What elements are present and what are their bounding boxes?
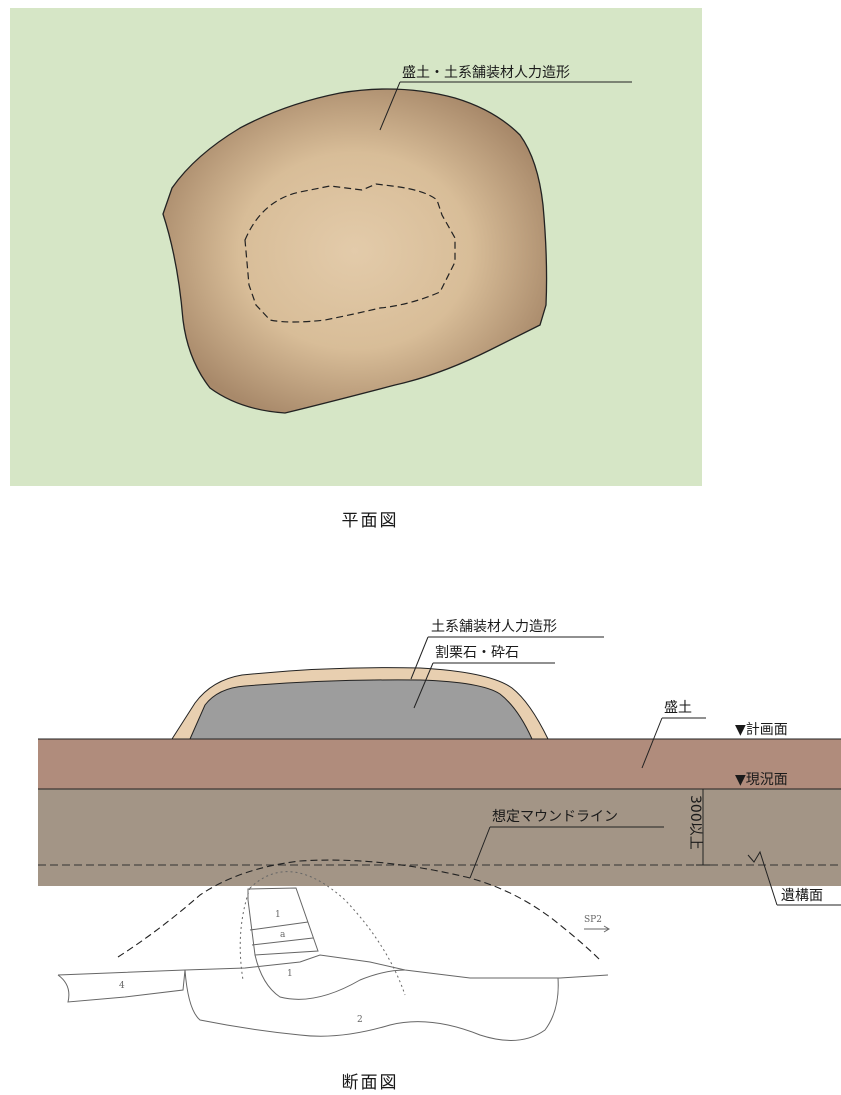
plan-view: 盛土・土系舗装材人力造形: [10, 8, 702, 486]
dimension-label: 300以上: [687, 795, 703, 850]
sketch-label-1-lower: 1: [287, 969, 293, 979]
core-leader-line: [413, 662, 434, 709]
label-core: 割栗石・砕石: [435, 644, 519, 661]
mound-line-leader: [469, 826, 491, 879]
label-surface: 土系舗装材人力造形: [431, 619, 557, 635]
section-caption: 断面図: [342, 1073, 399, 1093]
level-plan-label: ▼計画面: [735, 722, 788, 738]
plan-caption: 平面図: [342, 511, 399, 531]
plan-mound-inner-dashed: [244, 183, 456, 323]
remains-leader: [747, 850, 778, 906]
label-remains: 遺構面: [781, 888, 823, 904]
sketch-label-2: 2: [357, 1015, 363, 1025]
plan-leader-line: [379, 81, 401, 131]
label-fill: 盛土: [664, 700, 692, 716]
assumed-mound-line: [117, 859, 601, 961]
label-mound-line: 想定マウンドライン: [492, 809, 618, 825]
section-view: 土系舗装材人力造形 割栗石・砕石 盛土 ▼計画面 ▼現況面 想定マウンドライン …: [38, 619, 841, 961]
sketch-pit-2: [184, 969, 559, 1041]
sketch-pit-4: [57, 969, 186, 1003]
surface-leader-line: [410, 636, 429, 680]
sketch-pit-lower: [254, 954, 406, 1000]
section-existing-ground: [38, 789, 841, 886]
sketch-ground-line: [57, 954, 609, 979]
sketch-sp-arrow: [584, 925, 610, 933]
fill-leader-line: [641, 717, 663, 769]
sketch-dotted-outline: [249, 871, 406, 996]
sketch-label-4: 4: [119, 981, 125, 991]
plan-mound: [162, 88, 548, 414]
sketch-sp-label: SP2: [584, 915, 602, 925]
plan-label-mound: 盛土・土系舗装材人力造形: [402, 65, 570, 81]
section-gravel-core: [189, 679, 533, 740]
sketch-dotted-left: [239, 887, 251, 981]
sketch-label-a: a: [280, 930, 286, 940]
sketch-label-1-upper: 1: [275, 910, 281, 920]
section-fill-layer: [38, 739, 841, 789]
level-existing-label: ▼現況面: [735, 772, 788, 788]
sketch-band-a: [249, 921, 314, 946]
excavation-sketch: [57, 871, 610, 1041]
sketch-pit-upper: [247, 887, 319, 956]
